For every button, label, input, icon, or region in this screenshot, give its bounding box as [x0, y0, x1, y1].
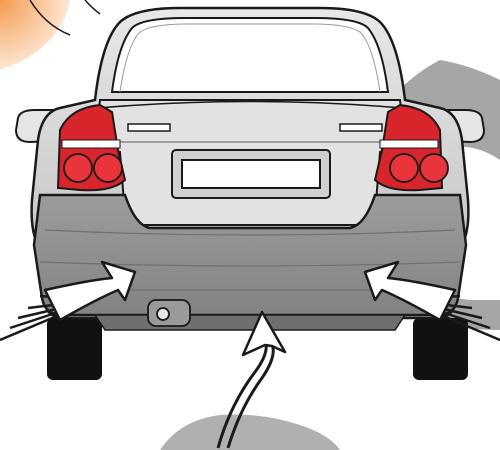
right-trunk-badge	[340, 124, 382, 131]
left-trunk-badge	[128, 124, 170, 131]
orange-accent-outline-2	[85, 0, 100, 14]
left-tail-lamp-inner	[94, 154, 122, 182]
left-tail-lamp-outer	[64, 154, 92, 182]
grey-bottom-shape	[160, 414, 340, 450]
right-tail-light-strip	[380, 140, 438, 148]
left-tire	[47, 318, 102, 380]
right-tail-lamp-inner	[390, 154, 418, 182]
right-tire	[413, 318, 468, 380]
orange-corner-accent	[0, 0, 70, 70]
underbody	[95, 315, 405, 330]
left-tail-light-strip	[62, 140, 120, 148]
rear-window	[112, 18, 388, 92]
license-plate	[182, 160, 320, 188]
right-tail-lamp-outer	[420, 154, 448, 182]
exhaust-pipe	[157, 308, 169, 320]
